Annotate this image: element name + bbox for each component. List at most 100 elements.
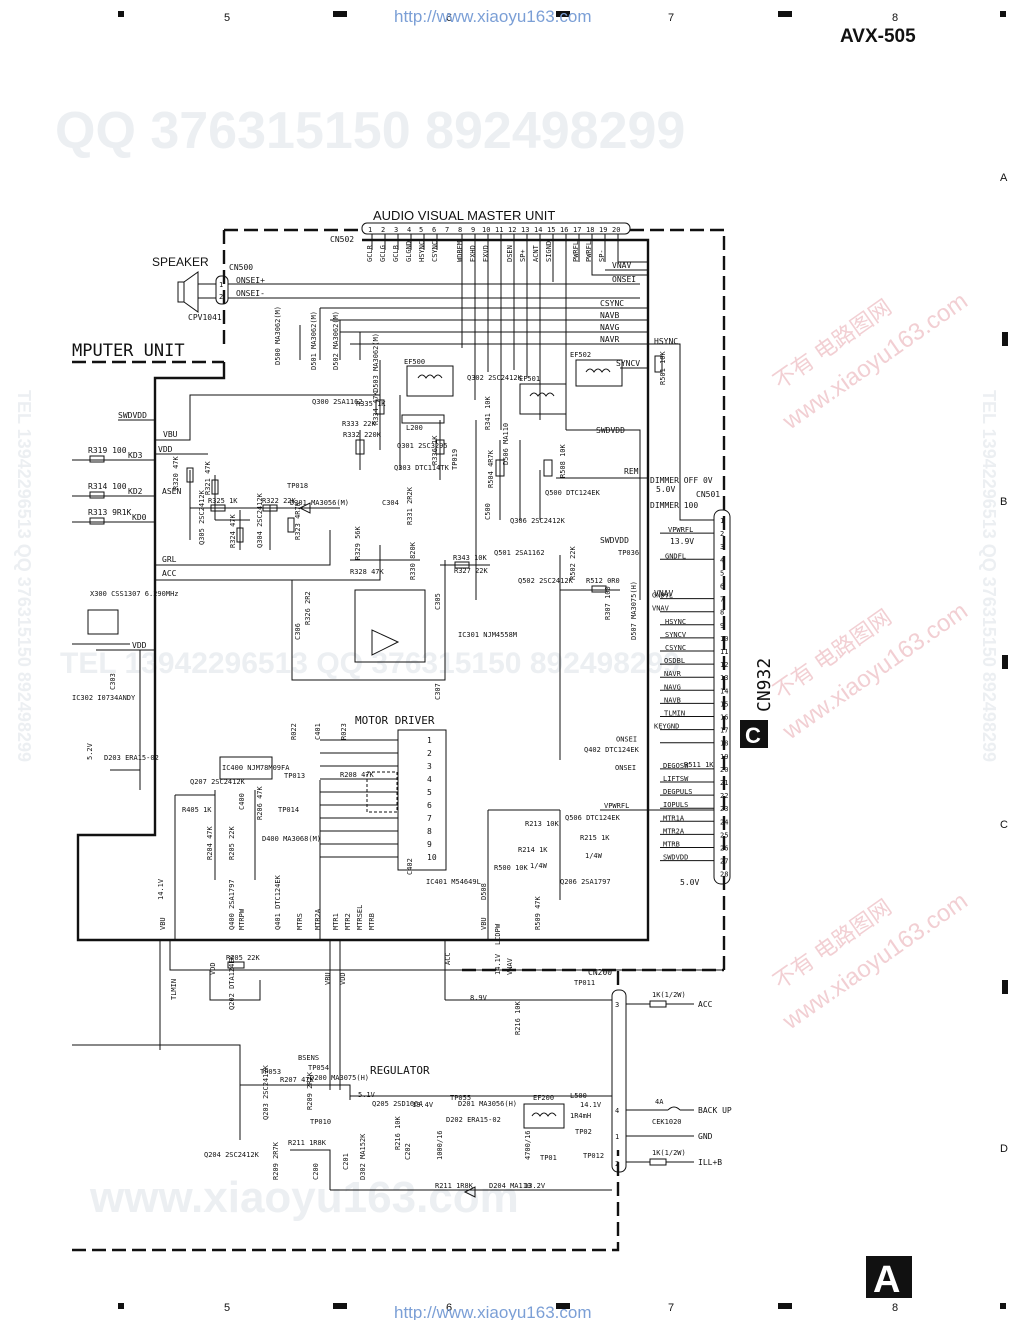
cn200-connector: CN200 3 4 1 2 1K(1/2W) ACC 4A CEK1020 BA… <box>588 968 732 1173</box>
svg-text:CN200: CN200 <box>588 968 612 977</box>
qq-watermark-top: QQ 376315150 892498299 <box>55 102 685 160</box>
svg-text:R329 56K: R329 56K <box>354 525 362 560</box>
cn501-signal-1: GNDFL <box>665 552 686 560</box>
svg-text:R205 22K: R205 22K <box>226 954 261 962</box>
cn501-pin-27: 27 <box>720 858 728 866</box>
svg-text:DSEN: DSEN <box>506 245 514 262</box>
svg-text:C401: C401 <box>314 723 322 740</box>
svg-text:TP01: TP01 <box>540 1154 557 1162</box>
svg-text:CN932: CN932 <box>754 658 775 712</box>
svg-text:D400 MA3068(M): D400 MA3068(M) <box>262 835 321 843</box>
svg-text:R325 1K: R325 1K <box>208 497 238 505</box>
svg-text:Q401 DTC124EK: Q401 DTC124EK <box>274 874 282 930</box>
col-7: 7 <box>668 12 674 24</box>
svg-text:SWDVDD: SWDVDD <box>118 411 147 420</box>
svg-text:R509 47K: R509 47K <box>534 895 542 930</box>
svg-text:VNAV: VNAV <box>654 589 673 598</box>
cn501-pin-23: 23 <box>720 805 728 813</box>
svg-text:IC401 M54649L: IC401 M54649L <box>426 878 481 886</box>
cn501-pin-13: 13 <box>720 674 728 682</box>
motor-pin-10: 10 <box>427 853 437 862</box>
sheet-badge <box>866 1256 912 1298</box>
cn502-wires <box>371 234 648 430</box>
svg-text:R206 47K: R206 47K <box>256 785 264 820</box>
svg-text:ONSEI: ONSEI <box>612 275 636 284</box>
svg-text:Q302 2SC2412K: Q302 2SC2412K <box>467 374 523 382</box>
svg-text:17: 17 <box>573 226 581 234</box>
column-markers-bottom: 5 6 7 8 <box>118 1302 1006 1314</box>
svg-text:ACNT: ACNT <box>532 244 540 262</box>
svg-text:R330 820K: R330 820K <box>409 541 417 580</box>
svg-text:R343 10K: R343 10K <box>453 554 488 562</box>
svg-text:TP054: TP054 <box>308 1064 329 1072</box>
svg-text:R331 2R2K: R331 2R2K <box>406 486 414 525</box>
cn501-signal-15: LIFTSW <box>663 775 689 783</box>
cn501-signal-7: OSDBL <box>664 657 685 665</box>
svg-text:4: 4 <box>407 226 411 234</box>
svg-text:CN500: CN500 <box>229 263 253 272</box>
svg-text:R314 100: R314 100 <box>88 482 127 491</box>
svg-text:MOTOR DRIVER: MOTOR DRIVER <box>355 714 435 727</box>
svg-text:GCLB: GCLB <box>392 245 400 262</box>
svg-text:13.4V: 13.4V <box>412 1101 434 1109</box>
q206-q207-stage: Q506 DTC124EK Q206 2SA1797 R213 10K R215… <box>487 746 714 940</box>
ic400-regulator: IC400 NJM78M09FA Q207 2SC2412K R405 1K T… <box>174 756 321 940</box>
svg-text:R333 22K: R333 22K <box>342 420 377 428</box>
diode-array-d500: D500 MA3062(M) D501 MA3062(M) D502 MA306… <box>274 306 380 392</box>
unit-title: AUDIO VISUAL MASTER UNIT <box>373 208 555 223</box>
svg-text:Q205 2SD1664: Q205 2SD1664 <box>372 1100 423 1108</box>
bottom-bus-label-12: LCDPW <box>494 923 502 945</box>
computer-unit-label: MPUTER UNIT <box>72 341 185 361</box>
url-watermark-bottom: www.xiaoyu163.com <box>89 1173 519 1222</box>
svg-text:NAVG: NAVG <box>600 323 619 332</box>
svg-text:9: 9 <box>471 226 475 234</box>
svg-text:C402: C402 <box>406 858 414 875</box>
svg-text:EXHD: EXHD <box>469 245 477 262</box>
cn501-pin-19: 19 <box>720 753 728 761</box>
cn501-signal-5: SYNCV <box>665 631 687 639</box>
motor-pin-7: 7 <box>427 814 432 823</box>
cn501-signal-17: IOPULS <box>663 801 688 809</box>
svg-text:TP012: TP012 <box>583 1152 604 1160</box>
svg-text:Q502 2SC2412K: Q502 2SC2412K <box>518 577 574 585</box>
svg-text:SYNCV: SYNCV <box>616 359 640 368</box>
svg-text:R321 47K: R321 47K <box>204 460 212 495</box>
svg-text:R214 1K: R214 1K <box>518 846 548 854</box>
cn501-pin-4: 4 <box>720 556 724 564</box>
svg-text:ACC: ACC <box>162 569 177 578</box>
svg-text:7: 7 <box>668 1302 674 1314</box>
svg-text:EF502: EF502 <box>570 351 591 359</box>
svg-text:10: 10 <box>482 226 490 234</box>
svg-text:TP053: TP053 <box>260 1068 281 1076</box>
right-bus-wires <box>320 307 714 600</box>
speaker-title: SPEAKER <box>152 255 209 269</box>
svg-text:TP019: TP019 <box>451 449 459 470</box>
svg-text:PWRFL: PWRFL <box>585 241 593 262</box>
cn501-signal-18: MTR1A <box>663 814 685 822</box>
svg-text:R022: R022 <box>290 723 298 740</box>
cn501-pin-28: 28 <box>720 871 728 879</box>
svg-text:NAVB: NAVB <box>600 311 619 320</box>
cn501-connector: CN501 <box>696 490 731 885</box>
svg-text:SP-: SP- <box>598 249 606 262</box>
motor-driver-ic401: MOTOR DRIVER IC401 M54649L R208 47K TP01… <box>290 714 481 886</box>
svg-text:R204 47K: R204 47K <box>206 825 214 860</box>
svg-text:TP02: TP02 <box>575 1128 592 1136</box>
svg-text:VNAV: VNAV <box>612 261 631 270</box>
side-watermark-left: TEL 13942296513 QQ 376315150 892498299 <box>14 390 34 762</box>
cn501-signal-12: KEYGND <box>654 723 679 731</box>
cn501-pin-20: 20 <box>720 766 728 774</box>
cn501-pin-8: 8 <box>720 609 724 617</box>
svg-text:13: 13 <box>521 226 529 234</box>
svg-text:C305: C305 <box>434 593 442 610</box>
left-resistors: R319 100 R319 100 R314 100 R313 9R1K <box>88 446 132 525</box>
svg-text:R216 10K: R216 10K <box>394 1115 402 1150</box>
svg-text:D301 MA3056(M): D301 MA3056(M) <box>290 499 349 507</box>
svg-text:R323 4R7K: R323 4R7K <box>294 501 302 540</box>
motor-pin-4: 4 <box>427 775 432 784</box>
sheet-letter: A <box>873 1259 900 1301</box>
svg-text:D: D <box>1000 1143 1008 1155</box>
ef-filters: EF500 EF501 EF502 Q302 2SC2412K R501 10K <box>404 350 667 415</box>
svg-text:SP+: SP+ <box>519 249 527 262</box>
svg-text:R211 1R8K: R211 1R8K <box>288 1139 327 1147</box>
